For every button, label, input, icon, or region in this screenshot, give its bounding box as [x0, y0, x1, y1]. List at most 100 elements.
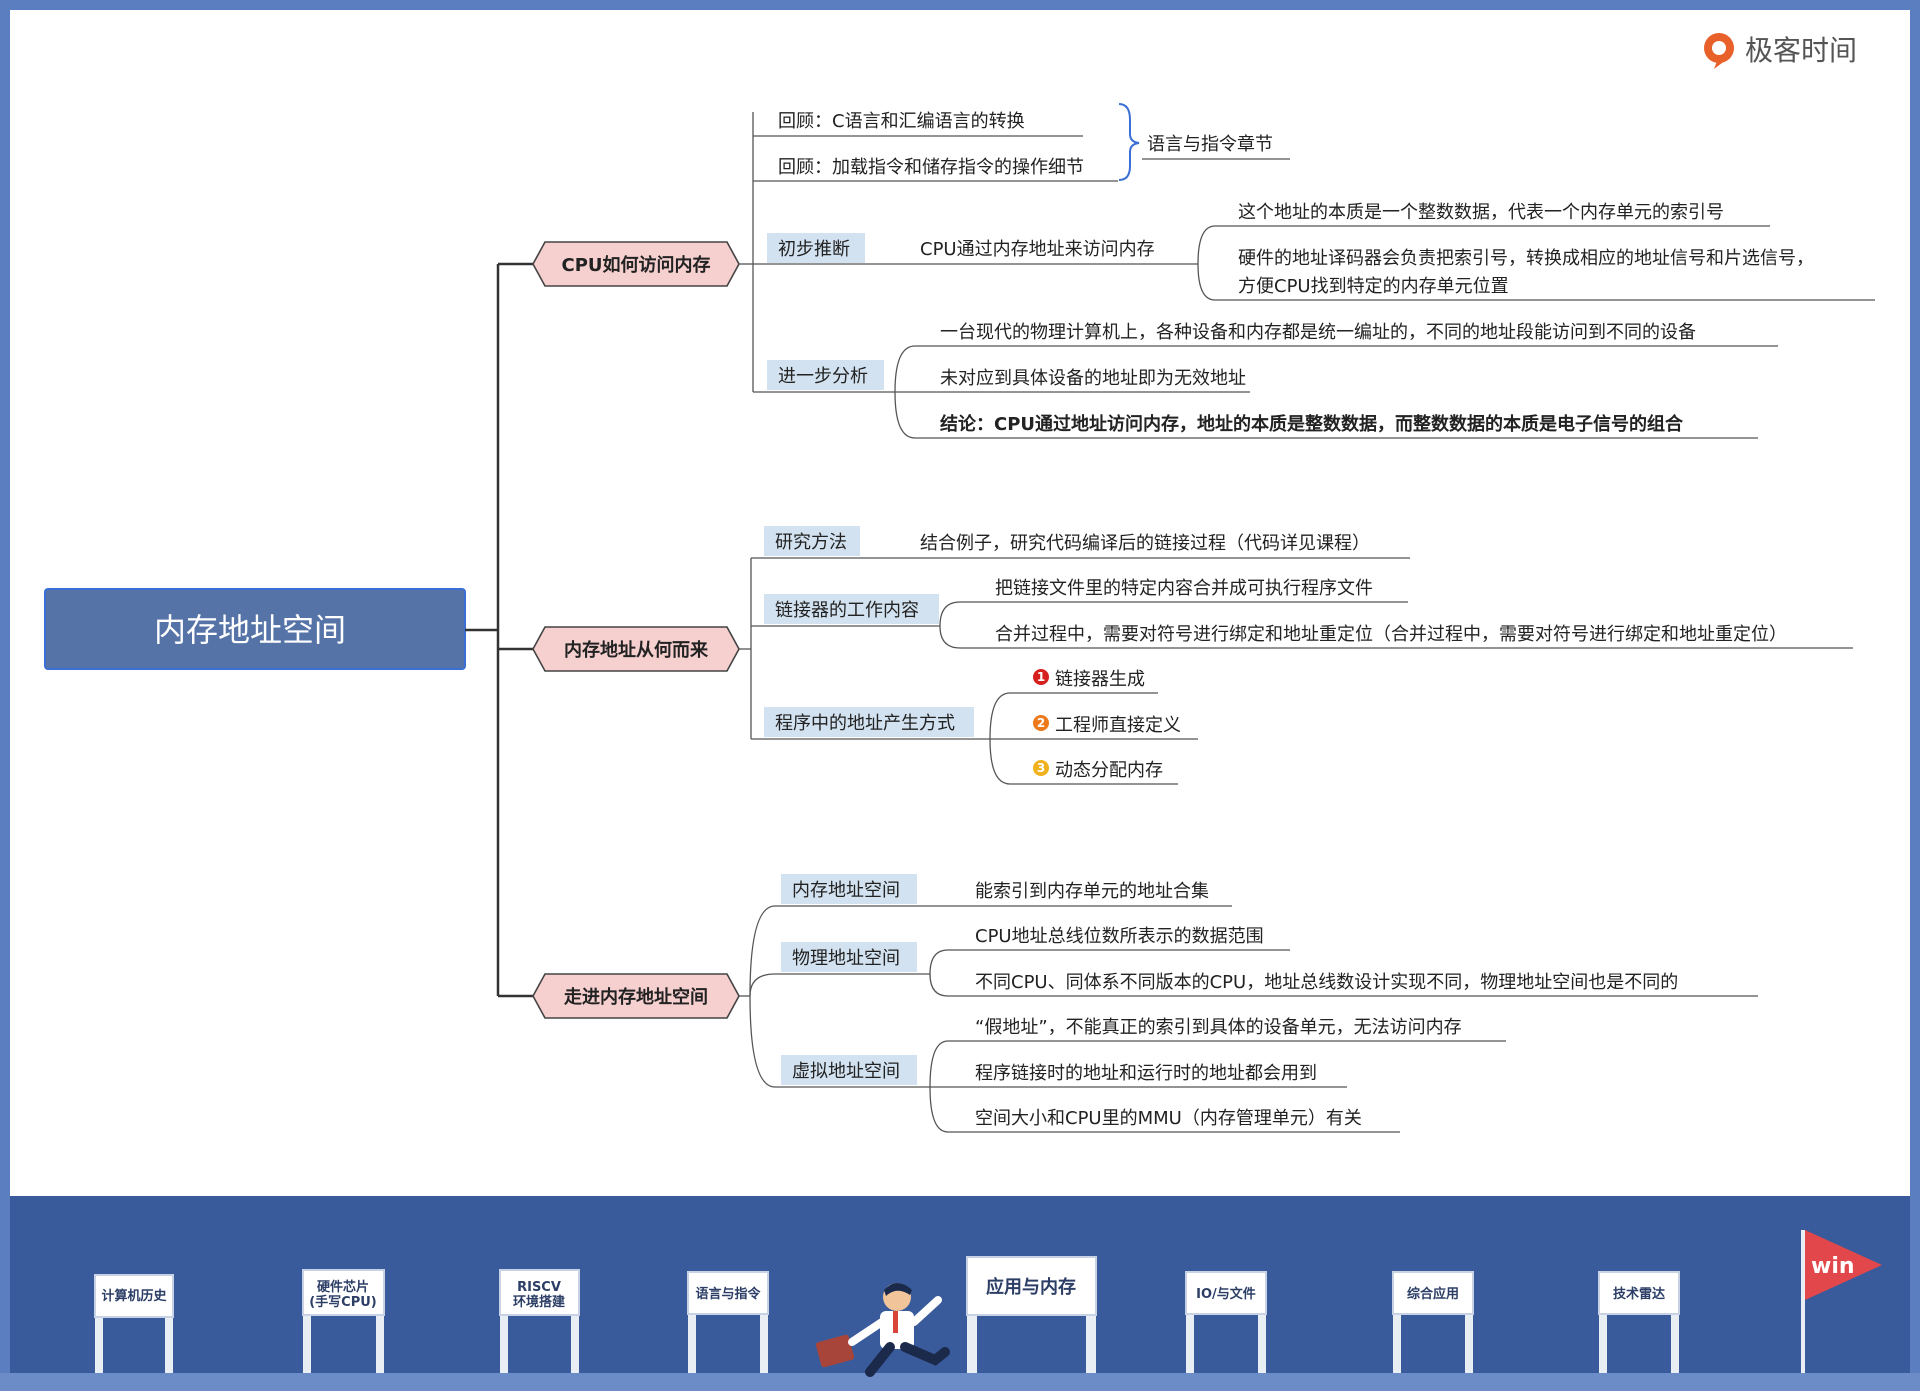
runner-arm-back: [848, 1318, 886, 1346]
brand-logo: 极客时间: [1704, 33, 1857, 69]
gate-tech-radar[interactable]: 技术雷达: [1598, 1271, 1680, 1373]
gate-7-label: 综合应用: [1407, 1286, 1459, 1302]
b2-sub-research-method[interactable]: 研究方法: [764, 526, 860, 556]
branch-cpu-access[interactable]: CPU如何访问内存: [532, 241, 740, 287]
badge-2-icon: [1033, 715, 1049, 731]
b2-sub2-fork-top: [939, 601, 961, 627]
brand-logo-icon-tail: [1714, 56, 1726, 69]
brand-name: 极客时间: [1745, 34, 1857, 67]
b3-fork-top: [749, 905, 776, 997]
runner-arm-up: [910, 1296, 942, 1326]
gate-2-label-2: (手写CPU): [309, 1294, 377, 1310]
b1-sub2-box: [767, 360, 884, 390]
gate-4-label: 语言与指令: [695, 1286, 761, 1302]
gate-1-post-right: [165, 1275, 173, 1373]
b3-sub2-label: 物理地址空间: [792, 948, 900, 969]
b2-sub2-fork-bottom: [939, 625, 961, 649]
gate-3-sign: [499, 1269, 580, 1316]
b3-sub2-leaf-2: 不同CPU、同体系不同版本的CPU，地址总线数设计实现不同，物理地址空间也是不同…: [975, 972, 1678, 993]
b3-sub-memory-address-space[interactable]: 内存地址空间: [781, 874, 917, 904]
gate-5-sign: [966, 1256, 1097, 1316]
b2-sub2-leaf-2: 合并过程中，需要对符号进行绑定和地址重定位（合并过程中，需要对符号进行绑定和地址…: [995, 624, 1787, 645]
gate-2-label: 硬件芯片: [317, 1279, 369, 1295]
root-label: 内存地址空间: [154, 611, 346, 649]
gate-1-sign: [94, 1274, 174, 1318]
b1-sub2-leaf-3: 结论：CPU通过地址访问内存，地址的本质是整数数据，而整数数据的本质是电子信号的…: [940, 413, 1684, 435]
b2-sub2-leaf-1: 把链接文件里的特定内容合并成可执行程序文件: [995, 578, 1373, 599]
b1-sub2-leaf-2: 未对应到具体设备的地址即为无效地址: [940, 368, 1246, 389]
branch-1-label: CPU如何访问内存: [561, 254, 710, 276]
b2-sub3-label: 程序中的地址产生方式: [775, 713, 955, 734]
gate-3-label-2: 环境搭建: [513, 1294, 565, 1310]
b3-sub3-leaf-1: “假地址”，不能真正的索引到具体的设备单元，无法访问内存: [975, 1017, 1462, 1038]
b2-sub1-label: 研究方法: [775, 532, 847, 553]
gate-6-label: IO/与文件: [1196, 1286, 1256, 1302]
win-flag: win: [1801, 1230, 1882, 1373]
b1-sub1-fork-top: [1197, 225, 1216, 265]
b3-sub3-leaf-2: 程序链接时的地址和运行时的地址都会用到: [975, 1063, 1317, 1084]
gate-integrated-application[interactable]: 综合应用: [1392, 1271, 1474, 1373]
branch-2-label: 内存地址从何而来: [564, 639, 709, 661]
gate-8-post-right: [1671, 1272, 1679, 1373]
b3-sub3-leaf-3: 空间大小和CPU里的MMU（内存管理单元）有关: [975, 1108, 1362, 1129]
recap-item-2: 回顾：加载指令和储存指令的操作细节: [778, 157, 1084, 178]
b3-fork-mid: [749, 973, 776, 997]
gate-6-post-right: [1258, 1272, 1266, 1373]
b1-sub-initial-inference[interactable]: 初步推断: [767, 233, 865, 263]
b3-sub2-box: [781, 942, 917, 972]
bottom-strip: [0, 1373, 1920, 1391]
gate-1-post-left: [95, 1275, 103, 1373]
b1-sub1-label: 初步推断: [778, 239, 850, 260]
b1-sub1-mid: CPU通过内存地址来访问内存: [920, 239, 1155, 260]
b2-sub-linker-work[interactable]: 链接器的工作内容: [764, 594, 939, 624]
gate-4-sign: [687, 1271, 769, 1315]
gate-computer-history[interactable]: 计算机历史: [94, 1274, 174, 1373]
flag-icon: [1805, 1230, 1882, 1300]
brand-logo-icon-inner: [1712, 41, 1726, 55]
gate-7-post-right: [1465, 1272, 1473, 1373]
gate-8-sign: [1598, 1271, 1680, 1315]
b2-sub1-leaf: 结合例子，研究代码编译后的链接过程（代码详见课程）: [920, 533, 1370, 554]
b2-sub-address-generation[interactable]: 程序中的地址产生方式: [764, 707, 974, 737]
gate-language-instruction[interactable]: 语言与指令: [687, 1271, 769, 1373]
b2-sub3-leaf-1: 链接器生成: [1055, 669, 1145, 690]
briefcase-icon: [815, 1334, 855, 1368]
badge-1-text: 1: [1037, 670, 1045, 684]
b2-sub3-leaf-3: 动态分配内存: [1055, 760, 1163, 781]
b3-sub1-leaf: 能索引到内存单元的地址合集: [975, 881, 1209, 902]
gate-7-post-left: [1393, 1272, 1401, 1373]
recap-group-label: 语言与指令章节: [1147, 134, 1273, 155]
gate-riscv-env[interactable]: RISCV 环境搭建: [499, 1269, 580, 1373]
badge-3-text: 3: [1037, 761, 1045, 775]
branch-3-label: 走进内存地址空间: [564, 986, 708, 1008]
gate-hardware-chip[interactable]: 硬件芯片 (手写CPU): [302, 1269, 385, 1373]
branch-address-origin[interactable]: 内存地址从何而来: [532, 626, 740, 672]
b2-sub3-leaf-2: 工程师直接定义: [1055, 715, 1181, 736]
gate-2-post-left: [303, 1270, 311, 1373]
gate-io-file[interactable]: IO/与文件: [1185, 1271, 1267, 1373]
gate-5-label: 应用与内存: [986, 1276, 1076, 1298]
b3-sub-virtual-address-space[interactable]: 虚拟地址空间: [781, 1055, 917, 1085]
gate-application-memory[interactable]: 应用与内存: [966, 1256, 1097, 1373]
brace-icon: [1118, 103, 1140, 181]
b2-sub3-fork-top: [989, 692, 1011, 740]
badge-2-text: 2: [1037, 716, 1045, 730]
branch-enter-address-space[interactable]: 走进内存地址空间: [532, 973, 740, 1019]
gate-8-post-left: [1599, 1272, 1607, 1373]
runner-leg-front: [900, 1342, 950, 1366]
b1-sub1-leaf-2a: 硬件的地址译码器会负责把索引号，转换成相应的地址信号和片选信号，: [1238, 248, 1814, 269]
b1-sub-further-analysis[interactable]: 进一步分析: [767, 360, 884, 390]
gate-3-post-left: [500, 1270, 508, 1373]
gate-6-sign: [1185, 1271, 1267, 1315]
root-node[interactable]: 内存地址空间: [44, 588, 466, 670]
b1-sub2-label: 进一步分析: [778, 366, 868, 387]
b3-sub-physical-address-space[interactable]: 物理地址空间: [781, 942, 917, 972]
b3-sub1-label: 内存地址空间: [792, 880, 900, 901]
gate-2-post-right: [376, 1270, 384, 1373]
badge-1-icon: [1033, 669, 1049, 685]
b2-sub3-fork-bottom: [989, 738, 1011, 785]
gate-8-label: 技术雷达: [1613, 1286, 1665, 1302]
runner-leg-back: [865, 1342, 895, 1377]
b3-sub2-fork-top: [929, 949, 949, 975]
